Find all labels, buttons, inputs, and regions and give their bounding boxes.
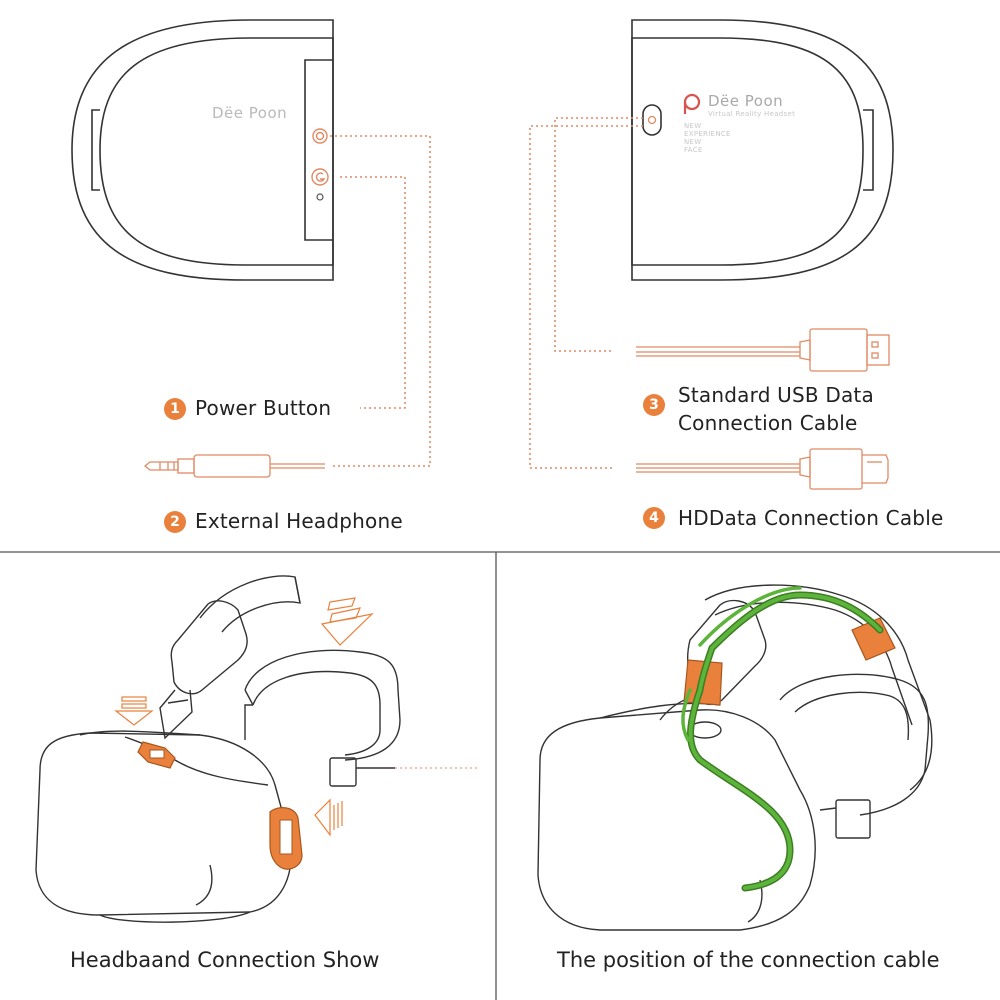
cable-second-strand xyxy=(681,586,802,742)
power-button-icon xyxy=(312,128,328,144)
caption-headband-connection: Headbaand Connection Show xyxy=(70,948,380,972)
label-badge-4: 4 xyxy=(643,507,665,529)
right-brand-fine-1: NEW xyxy=(684,122,702,130)
side-clip-slot xyxy=(279,819,293,855)
connection-cable-highlight xyxy=(688,592,882,890)
headphone-jack-icon xyxy=(311,168,329,186)
leader-lines xyxy=(330,117,643,469)
usb-cable-icon xyxy=(636,328,890,372)
orange-clips xyxy=(137,741,303,870)
caption-cable-position: The position of the connection cable xyxy=(557,948,940,972)
right-headset-side-view xyxy=(631,19,894,281)
label-power-button: Power Button xyxy=(195,396,332,420)
label-badge-2: 2 xyxy=(164,511,186,533)
usb-port-icon xyxy=(647,115,657,125)
right-brand-fine-3: NEW xyxy=(684,138,702,146)
indicator-dot xyxy=(316,193,324,201)
label-usb-cable-line1: Standard USB Data xyxy=(678,383,874,407)
label-badge-3: 3 xyxy=(643,394,665,416)
arrow-diagonal-icon xyxy=(320,597,374,646)
deepoon-logo-icon xyxy=(683,93,701,114)
left-brand-text: Dëe Poon xyxy=(212,104,288,122)
clip-slot xyxy=(149,749,165,759)
label-usb-cable-line2: Connection Cable xyxy=(678,411,858,435)
label-hd-cable: HDData Connection Cable xyxy=(678,506,944,530)
label-external-headphone: External Headphone xyxy=(195,509,403,533)
right-brand-text: Dëe Poon xyxy=(708,92,784,110)
hd-cable-icon xyxy=(636,448,889,490)
right-brand-fine-4: FACE xyxy=(684,146,703,154)
arrow-left-icon xyxy=(314,798,343,837)
label-badge-1: 1 xyxy=(164,398,186,420)
arrow-down-icon xyxy=(114,696,154,726)
headphone-plug-icon xyxy=(143,454,325,478)
right-brand-subtitle: Virtual Reality Headset xyxy=(708,110,796,118)
headband-exploded-illustration xyxy=(35,575,401,923)
left-headset-side-view xyxy=(71,19,334,281)
right-brand-fine-2: EXPERIENCE xyxy=(684,130,731,138)
